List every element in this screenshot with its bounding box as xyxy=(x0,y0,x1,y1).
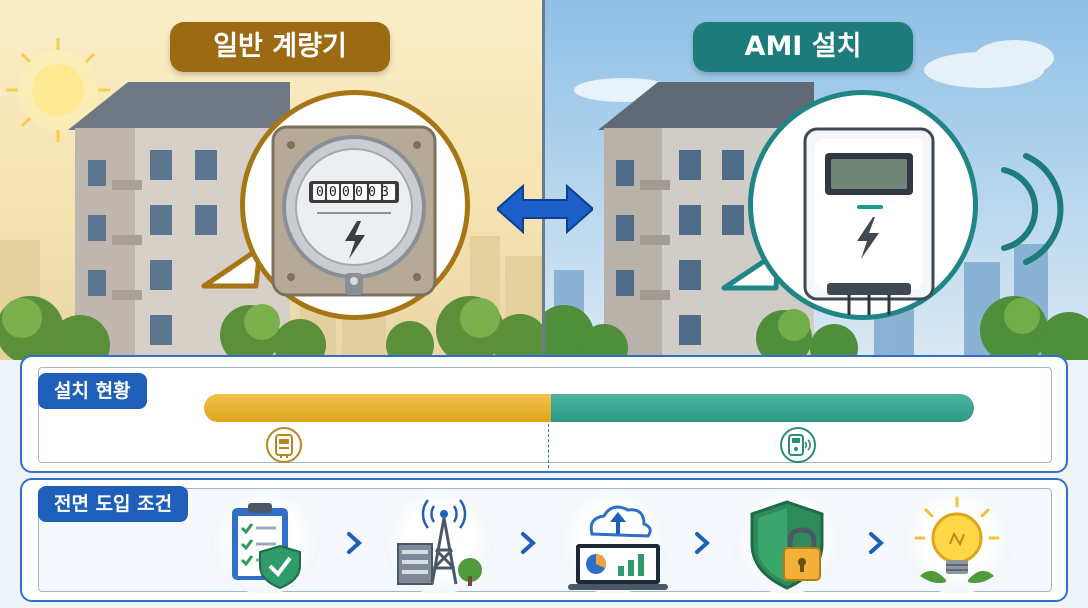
adoption-conditions-panel: 전면 도입 조건 xyxy=(20,478,1068,602)
general-meter-segment xyxy=(204,394,551,422)
installation-status-label: 설치 현황 xyxy=(38,373,147,409)
chevron-right-icon xyxy=(869,532,884,554)
split-marker xyxy=(548,424,549,468)
chevron-right-icon xyxy=(347,532,362,554)
shield-lock-icon xyxy=(750,500,824,590)
tower-building-icon xyxy=(397,499,482,586)
chevron-right-icon xyxy=(521,532,536,554)
smart-meter-icon xyxy=(803,127,935,317)
ami-title: AMI 설치 xyxy=(693,22,913,72)
cloud-laptop-icon xyxy=(568,505,668,590)
bidirectional-arrow-icon xyxy=(497,184,593,234)
comparison-scene: 일반 계량기 AMI 설치 000003 xyxy=(0,0,1088,360)
clipboard-shield-icon xyxy=(232,503,301,590)
lightning-icon xyxy=(345,221,365,259)
sun-icon xyxy=(6,38,110,142)
ami-mini-icon xyxy=(780,427,816,463)
lightbulb-icon xyxy=(914,496,1000,584)
general-meter-mini-icon xyxy=(266,427,302,463)
analog-meter-icon xyxy=(271,125,437,297)
cloud-decoration xyxy=(574,40,1054,102)
installation-progress-bar xyxy=(204,394,974,422)
step-infrastructure xyxy=(384,494,494,594)
step-data-platform xyxy=(558,494,668,594)
general-meter-title: 일반 계량기 xyxy=(170,22,390,72)
meter-reading: 000003 xyxy=(316,185,395,200)
step-energy-efficiency xyxy=(902,494,1012,594)
lightning-icon xyxy=(857,217,879,259)
chevron-right-icon xyxy=(695,532,710,554)
general-meter-bubble: 000003 xyxy=(240,90,470,320)
step-security xyxy=(732,494,842,594)
step-checklist xyxy=(210,494,320,594)
ami-meter-bubble xyxy=(748,90,978,320)
center-divider xyxy=(542,0,545,360)
adoption-conditions-label: 전면 도입 조건 xyxy=(38,486,189,522)
ami-segment xyxy=(550,394,974,422)
